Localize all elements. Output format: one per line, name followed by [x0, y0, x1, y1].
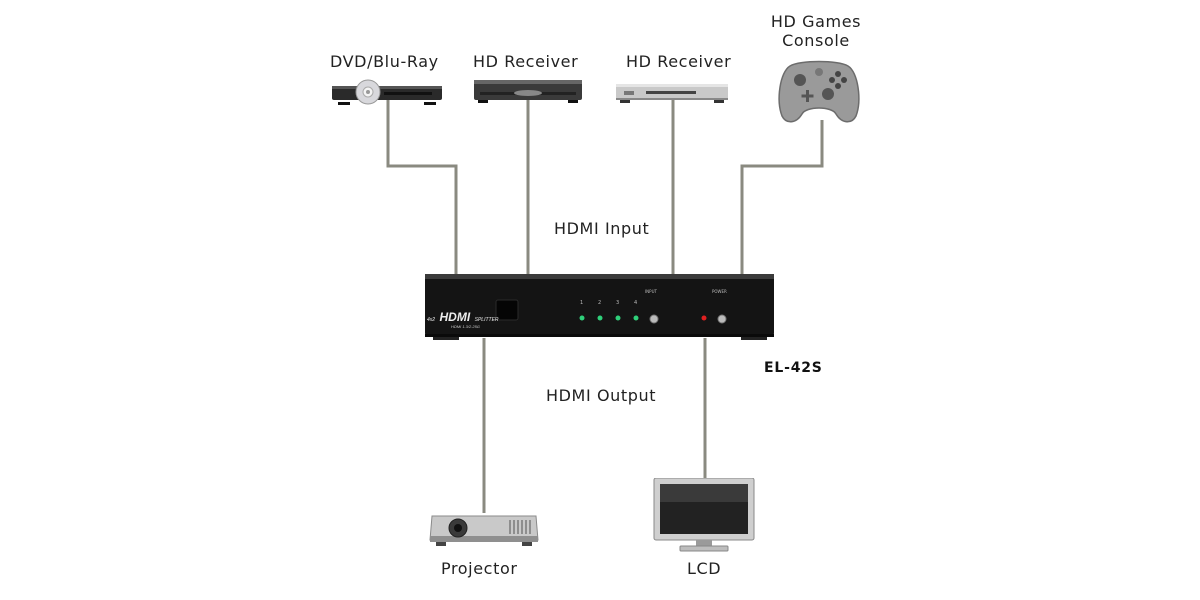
port-number-1: 1 [580, 300, 584, 306]
power-label: POWER [712, 289, 727, 294]
splitter-body [425, 274, 774, 340]
splitter-brand-suffix: SPLITTER [474, 317, 499, 323]
games-console-label: HD Games Console [768, 12, 864, 50]
projector-icon [429, 515, 539, 546]
port-number-3: 3 [616, 300, 620, 306]
model-number: EL-42S [764, 360, 823, 376]
splitter-brand: 4x2 HDMI SPLITTER [427, 308, 499, 326]
dvd-player-icon [332, 79, 442, 105]
projector-label: Projector [441, 559, 518, 578]
hd-receiver-2-label: HD Receiver [626, 52, 732, 71]
lcd-monitor-icon [653, 478, 755, 552]
input-select-label: INPUT [645, 289, 657, 294]
hdmi-output-label: HDMI Output [546, 386, 657, 405]
splitter-brand-name: HDMI [439, 310, 471, 324]
splitter-brand-prefix: 4x2 [427, 317, 436, 323]
port-number-4: 4 [634, 300, 638, 306]
hd-receiver-1-icon [474, 80, 582, 103]
wire-dvd [386, 98, 458, 276]
port-number-2: 2 [598, 300, 602, 306]
game-controller-icon [778, 60, 860, 123]
hd-receiver-1-label: HD Receiver [473, 52, 579, 71]
hdmi-splitter: 4x2 HDMI SPLITTER HDMI 1.3/2.25G 1 2 3 4… [425, 274, 775, 340]
splitter-spec: HDMI 1.3/2.25G [451, 324, 480, 329]
hd-receiver-2-icon [616, 84, 728, 103]
wire-console [740, 120, 824, 276]
games-console-label-line2: Console [782, 31, 850, 50]
games-console-label-line1: HD Games [770, 12, 862, 31]
hdmi-input-label: HDMI Input [554, 219, 650, 238]
lcd-label: LCD [687, 559, 722, 578]
dvd-label: DVD/Blu-Ray [330, 52, 439, 71]
